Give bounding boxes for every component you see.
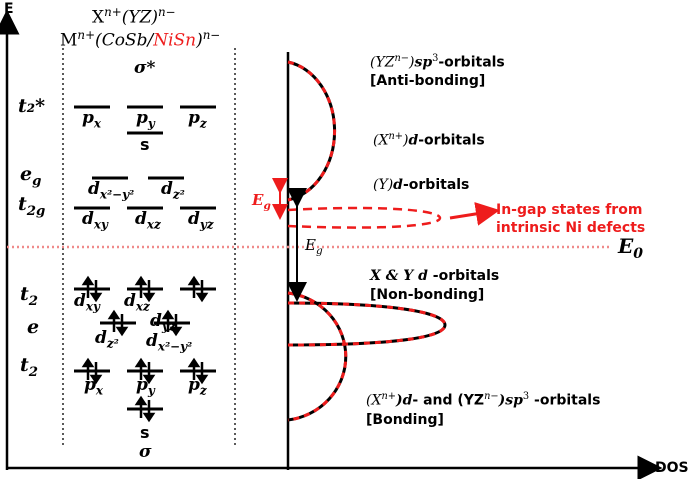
eg-black-label: Eg: [305, 236, 323, 257]
bonding-dos-curve: [287, 291, 348, 422]
orbital-dz2: dz²: [161, 179, 185, 202]
orbital-dyz: dyz: [188, 209, 214, 232]
x-axis-label: DOS: [655, 460, 689, 476]
e-label: e: [27, 316, 40, 338]
orbital-b-dz2: dz²: [95, 328, 119, 351]
orbital-py-top: py: [136, 108, 155, 131]
x-d-orbitals-label: (Xn+)d-orbitals: [373, 131, 485, 149]
orbital-b-pz: pz: [188, 375, 207, 398]
orbital-b-dyz: dyz: [150, 311, 176, 334]
orbital-pz-top: pz: [188, 108, 207, 131]
ingap-label-line2: intrinsic Ni defects: [496, 220, 646, 236]
orbital-b-dxz: dxz: [124, 291, 150, 314]
orbital-b-px: px: [84, 375, 103, 398]
t2-star-label: t₂*: [18, 95, 46, 117]
orbital-s-top: s: [140, 135, 150, 154]
antibonding-bracket-label: [Anti-bonding]: [370, 73, 486, 89]
eg-red-label: Eg: [252, 191, 271, 212]
antibonding-label: (YZn−)sp3-orbitals: [370, 53, 505, 71]
t2-lower-label: t2: [20, 354, 39, 380]
sigma-star-label: σ*: [134, 58, 156, 78]
eg-label: eg: [20, 163, 42, 189]
orbital-b-dx2y2: dx²−y²: [146, 331, 193, 354]
header-line1: Xn+(YZ)n−: [92, 5, 176, 28]
orbital-px-top: px: [82, 108, 101, 131]
orbital-dxy: dxy: [82, 209, 108, 232]
t2-upper-label: t2: [20, 283, 39, 309]
orbital-s-bottom: s: [140, 423, 150, 442]
orbital-b-py: py: [136, 375, 155, 398]
nonbonding-label: X & Y d -orbitals: [370, 268, 500, 284]
ingap-label-line1: In-gap states from: [496, 202, 643, 218]
bonding-label: (Xn+)d- and (YZn−)sp3 -orbitals: [366, 391, 601, 409]
header-line2: Mn+(CoSb/NiSn)n−: [60, 28, 221, 51]
t2g-label: t2g: [18, 193, 46, 219]
y-d-orbitals-label: (Y)d-orbitals: [373, 177, 470, 193]
orbital-b-dxy: dxy: [74, 291, 100, 314]
orbital-dxz: dxz: [135, 209, 161, 232]
t2-d-filled-levels: [74, 287, 216, 411]
y-axis-label: E: [4, 1, 14, 17]
ingap-pointer-arrow: [449, 202, 500, 226]
ingap-dos-curve: [287, 206, 442, 229]
orbital-dx2y2: dx²−y²: [88, 179, 135, 202]
nonbonding-bracket-label: [Non-bonding]: [370, 287, 485, 303]
e0-label: E0: [618, 234, 643, 262]
spin-arrows: [81, 275, 209, 423]
sigma-label: σ: [139, 442, 152, 462]
bonding-bracket-label: [Bonding]: [366, 412, 444, 428]
antibonding-dos-curve: [287, 60, 337, 202]
